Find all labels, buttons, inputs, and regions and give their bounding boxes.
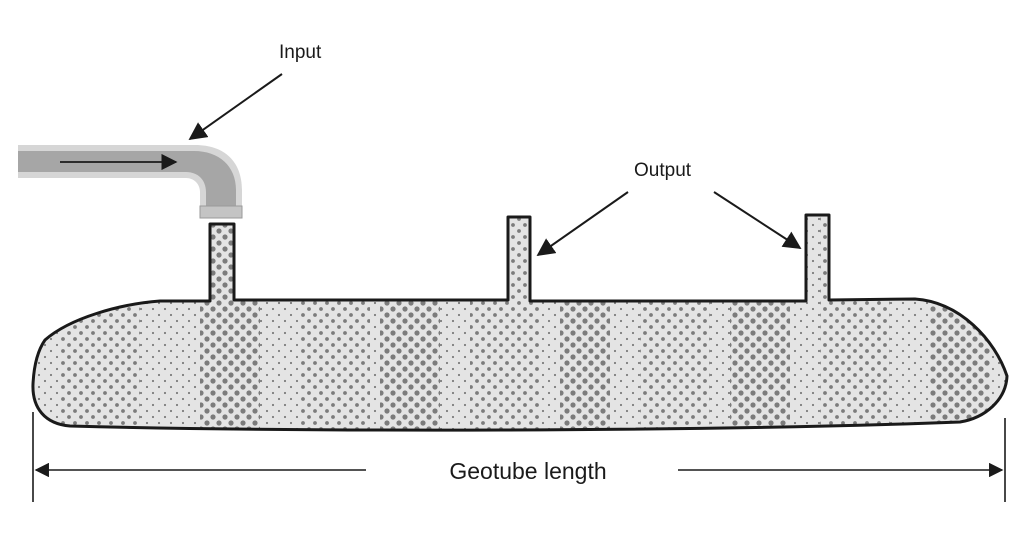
output-arrow-right (713, 191, 802, 249)
output-label: Output (634, 160, 692, 181)
output-arrow-left (536, 191, 629, 257)
geotube-body (31, 213, 1009, 432)
length-dimension: Geotube length (32, 412, 1006, 502)
input-arrow (188, 73, 283, 141)
geotube-length-label: Geotube length (449, 458, 606, 484)
pipe-coupling (199, 205, 243, 219)
input-label: Input (279, 42, 322, 63)
geotube-outline (31, 213, 1009, 432)
input-pipe (18, 145, 243, 219)
